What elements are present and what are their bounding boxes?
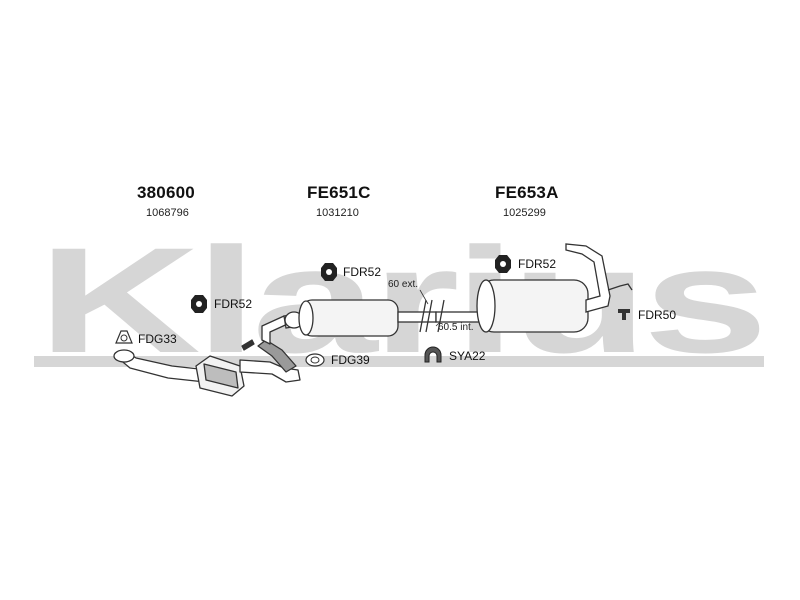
tailpipe — [565, 243, 611, 313]
front-pipe-catalyst — [113, 315, 301, 397]
catalyst-shield — [203, 363, 239, 389]
rear-part-ref: 1025299 — [503, 207, 546, 219]
clamp-icon — [424, 346, 442, 363]
centre-outlet-pipe — [397, 311, 437, 323]
rear-box — [479, 279, 589, 333]
fitting-fdr52-centre: FDR52 — [343, 265, 382, 279]
fitting-fdr52-front: FDR52 — [214, 297, 253, 311]
fitting-fdr50: FDR50 — [638, 308, 677, 322]
rear-silencer — [435, 243, 633, 333]
centre-box — [301, 299, 399, 337]
tailpipe-hanger — [607, 283, 633, 291]
pipe-cut-2 — [425, 299, 433, 333]
rubber-hanger-icon — [321, 263, 337, 281]
rubber-hanger-icon — [191, 295, 207, 313]
cat-part-ref: 1068796 — [146, 207, 189, 219]
gasket-icon — [115, 330, 133, 344]
cat-outlet-pipe — [239, 359, 301, 383]
fitting-fdg39: FDG39 — [331, 353, 370, 367]
fitting-fdr52-rear: FDR52 — [518, 257, 557, 271]
centre-silencer — [283, 299, 437, 337]
watermark-logo: Klarius — [34, 216, 767, 384]
dimension-int: 60.5 int. — [438, 322, 474, 333]
watermark-bar — [34, 356, 764, 367]
rear-inlet-pipe — [435, 311, 481, 323]
rubber-hanger-icon — [495, 255, 511, 273]
centre-part-ref: 1031210 — [316, 207, 359, 219]
centre-part-code: FE651C — [307, 183, 371, 202]
mount-bracket-icon — [618, 309, 630, 320]
front-flange — [113, 349, 135, 363]
centre-end-cap — [298, 300, 314, 336]
rear-part-code: FE653A — [495, 183, 559, 202]
dim-ext-leader — [419, 289, 429, 305]
fitting-fdg33: FDG33 — [138, 332, 177, 346]
fitting-sya22: SYA22 — [449, 349, 486, 363]
rear-end-cap — [476, 279, 496, 333]
dim-int-leader — [435, 321, 441, 327]
dimension-ext: 60 ext. — [388, 279, 419, 290]
clamp-mark — [241, 339, 255, 351]
cat-part-code: 380600 — [137, 183, 195, 202]
pipe-cut-3 — [437, 299, 445, 333]
pipe-cut-1 — [419, 299, 427, 333]
gasket-icon — [305, 353, 325, 367]
